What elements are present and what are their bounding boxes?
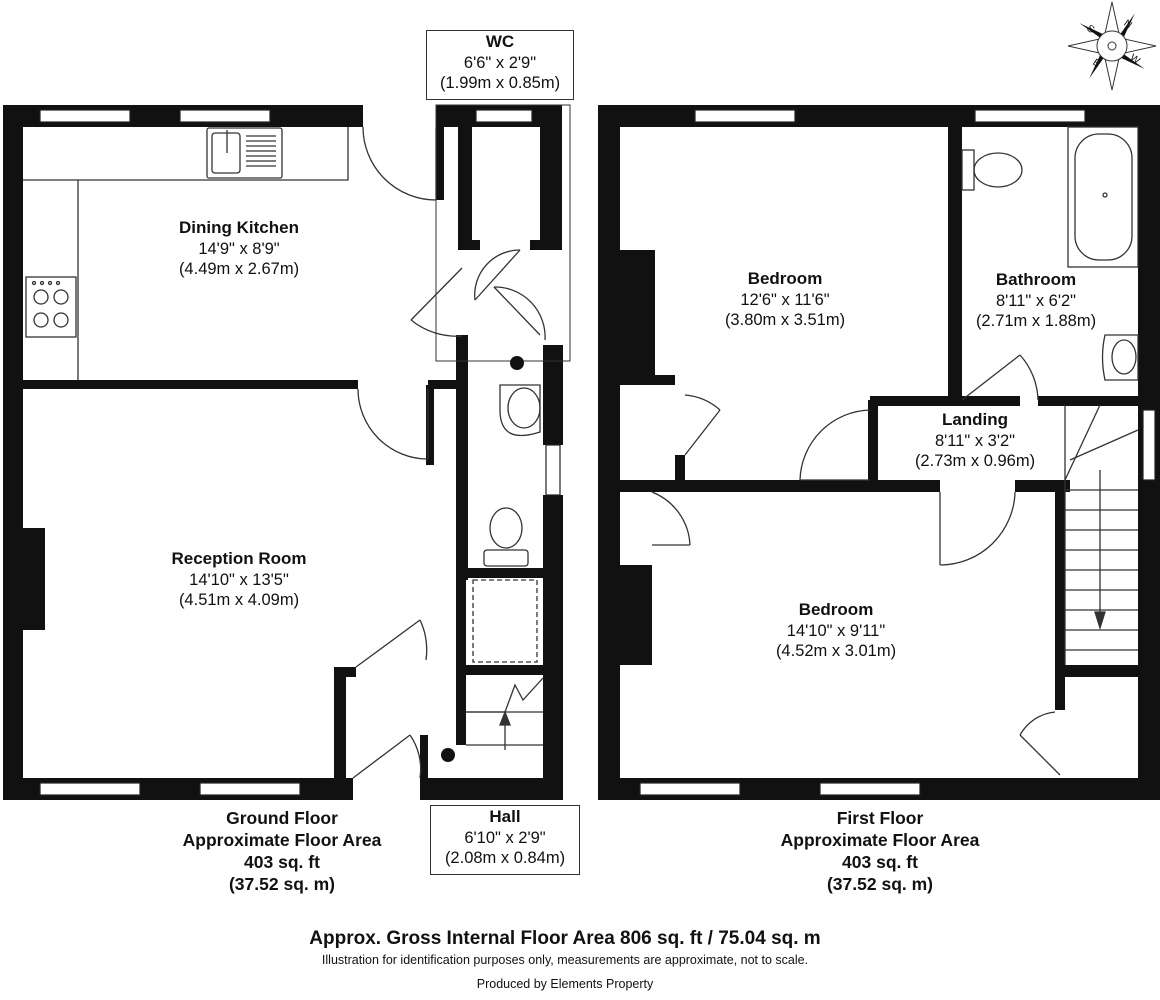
floor-sqm: (37.52 sq. m) <box>228 873 336 894</box>
room-label-bedroom-2: Bedroom 14'10" x 9'11" (4.52m x 3.01m) <box>776 600 896 661</box>
floor-title: Ground Floor <box>226 808 338 828</box>
floor-subtitle: Approximate Floor Area <box>182 829 382 850</box>
disclaimer: Illustration for identification purposes… <box>321 953 809 967</box>
room-name: Reception Room <box>171 549 307 568</box>
ground-floor-walls <box>3 105 563 800</box>
gross-floor-area: Approx. Gross Internal Floor Area 806 sq… <box>309 928 821 949</box>
room-metric: (4.52m x 3.01m) <box>775 641 897 660</box>
floor-title: First Floor <box>836 808 924 828</box>
room-label-landing: Landing 8'11" x 3'2" (2.73m x 0.96m) <box>915 410 1035 471</box>
room-metric: (2.71m x 1.88m) <box>975 311 1097 330</box>
room-imperial: 12'6" x 11'6" <box>740 290 830 309</box>
room-metric: (2.08m x 0.84m) <box>444 848 566 867</box>
room-name: Bedroom <box>798 600 874 619</box>
room-name: Bedroom <box>747 269 823 288</box>
room-name: Hall <box>489 807 521 826</box>
room-label-bedroom-1: Bedroom 12'6" x 11'6" (3.80m x 3.51m) <box>725 269 845 330</box>
room-imperial: 8'11" x 3'2" <box>934 431 1016 450</box>
room-label-reception-room: Reception Room 14'10" x 13'5" (4.51m x 4… <box>171 549 306 610</box>
room-imperial: 14'9" x 8'9" <box>198 239 280 258</box>
compass-rose-icon <box>1067 1 1157 91</box>
room-imperial: 8'11" x 6'2" <box>995 291 1077 310</box>
ground-floor-windows <box>39 109 561 796</box>
room-name: Bathroom <box>995 270 1077 289</box>
first-floor-fixtures <box>651 126 1139 776</box>
room-imperial: 6'10" x 2'9" <box>464 828 546 847</box>
room-metric: (4.51m x 4.09m) <box>178 590 300 609</box>
room-metric: (1.99m x 0.85m) <box>439 73 561 92</box>
room-metric: (4.49m x 2.67m) <box>178 259 300 278</box>
room-imperial: 6'6" x 2'9" <box>463 53 537 72</box>
room-name: Landing <box>941 410 1009 429</box>
room-metric: (2.73m x 0.96m) <box>914 451 1036 470</box>
first-floor-area: First Floor Approximate Floor Area 403 s… <box>781 808 980 896</box>
first-floor-windows <box>639 109 1156 796</box>
room-label-hall: Hall 6'10" x 2'9" (2.08m x 0.84m) <box>430 805 580 875</box>
room-name: WC <box>485 32 515 51</box>
room-imperial: 14'10" x 9'11" <box>786 621 886 640</box>
room-metric: (3.80m x 3.51m) <box>724 310 846 329</box>
floor-subtitle: Approximate Floor Area <box>780 829 980 850</box>
room-name: Dining Kitchen <box>179 218 299 237</box>
ground-floor-area: Ground Floor Approximate Floor Area 403 … <box>183 808 382 896</box>
floor-sqft: 403 sq. ft <box>842 851 918 872</box>
room-imperial: 14'10" x 13'5" <box>189 570 289 589</box>
producer-credit: Produced by Elements Property <box>476 977 654 991</box>
room-label-wc: WC 6'6" x 2'9" (1.99m x 0.85m) <box>426 30 574 100</box>
first-floor-walls <box>598 105 1160 800</box>
room-label-dining-kitchen: Dining Kitchen 14'9" x 8'9" (4.49m x 2.6… <box>179 218 299 279</box>
room-label-bathroom: Bathroom 8'11" x 6'2" (2.71m x 1.88m) <box>976 270 1096 331</box>
floor-sqm: (37.52 sq. m) <box>826 873 934 894</box>
ground-floor-fixtures <box>23 104 571 779</box>
floor-sqft: 403 sq. ft <box>244 851 320 872</box>
